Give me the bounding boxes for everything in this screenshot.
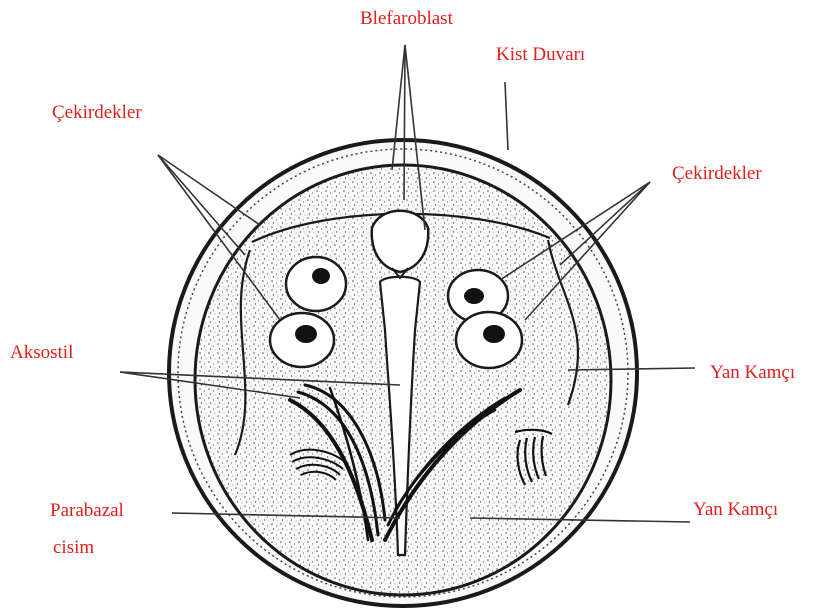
label-blefaroblast: Blefaroblast — [360, 8, 453, 30]
label-cekirdekler-left: Çekirdekler — [52, 102, 142, 124]
label-cekirdekler-right: Çekirdekler — [672, 163, 762, 185]
label-aksostil: Aksostil — [10, 342, 73, 364]
label-parabazal-line1: Parabazal — [50, 500, 124, 522]
label-parabazal-line2: cisim — [53, 537, 94, 559]
label-kist-duvari: Kist Duvarı — [496, 44, 585, 66]
label-yan-kamci-lower: Yan Kamçı — [693, 499, 778, 521]
label-yan-kamci-upper: Yan Kamçı — [710, 362, 795, 384]
